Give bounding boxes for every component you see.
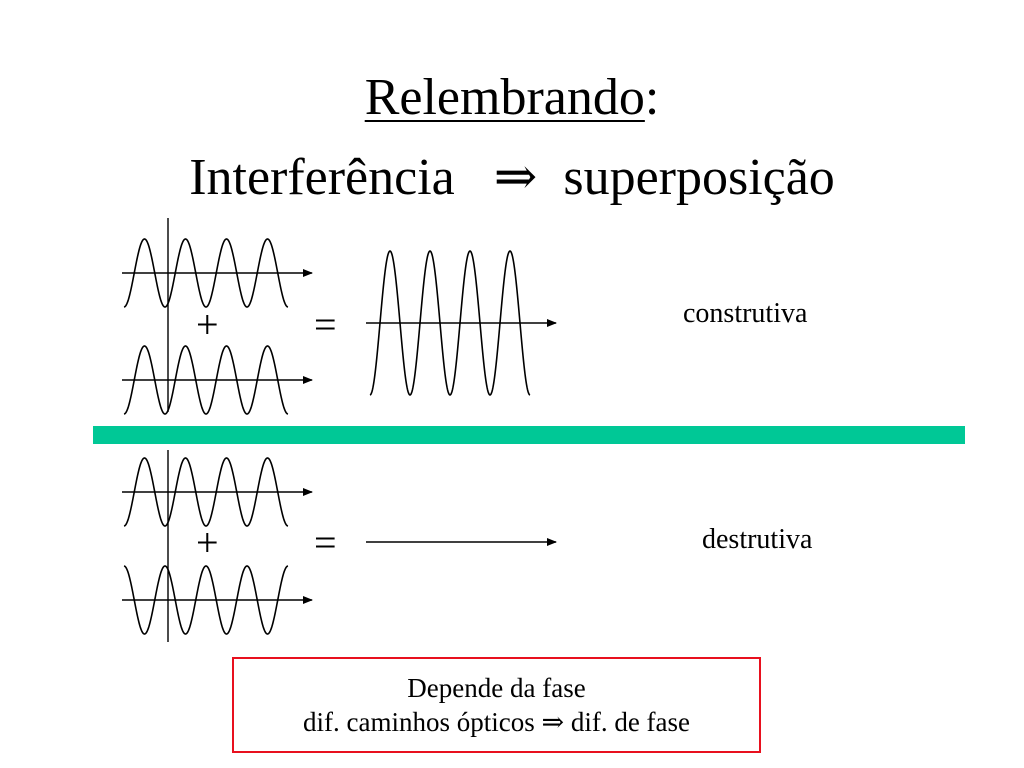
wave-top-destructive (123, 457, 289, 527)
slide-title: Relembrando: (0, 68, 1024, 128)
note-line-2: dif. caminhos ópticos ⇒ dif. de fase (302, 707, 691, 737)
wave-bottom-constructive (123, 345, 289, 415)
wave-bottom-destructive (123, 565, 289, 635)
section-divider (93, 426, 965, 444)
wave-top-constructive (123, 238, 289, 308)
plus-sign-destructive: + (196, 520, 219, 565)
subtitle-right: superposição (563, 149, 835, 206)
title-colon: : (644, 69, 660, 126)
constructive-label: construtiva (683, 298, 808, 329)
implies-arrow: ⇒ (493, 149, 538, 206)
result-wave-constructive (369, 250, 531, 396)
subtitle-left: Interferência (189, 149, 455, 206)
plus-sign-constructive: + (196, 302, 219, 347)
phase-note-box: Depende da fase dif. caminhos ópticos ⇒ … (232, 657, 761, 753)
title-word: Relembrando (364, 69, 645, 126)
slide-subtitle: Interferência ⇒ superposição (0, 148, 1024, 208)
equals-sign-destructive: = (314, 520, 337, 565)
note-line-1: Depende da fase (407, 673, 586, 703)
destructive-label: destrutiva (702, 524, 813, 555)
equals-sign-constructive: = (314, 302, 337, 347)
